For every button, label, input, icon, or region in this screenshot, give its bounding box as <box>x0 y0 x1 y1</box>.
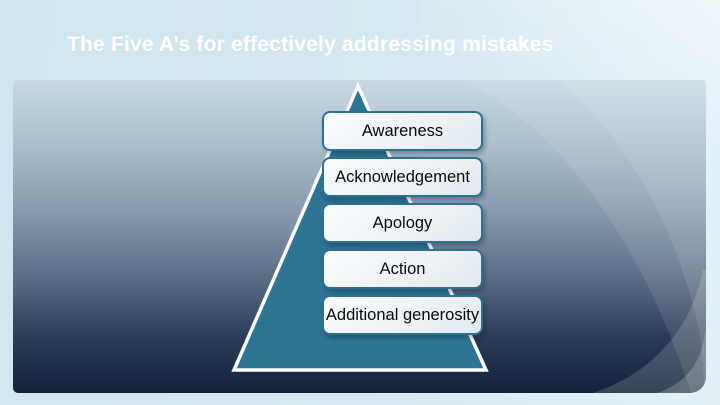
pyramid-level-acknowledgement[interactable]: Acknowledgement <box>322 157 483 197</box>
pyramid-level-label: Apology <box>372 213 433 232</box>
pyramid-level-apology[interactable]: Apology <box>322 203 483 243</box>
pyramid-level-awareness[interactable]: Awareness <box>322 111 483 151</box>
slide-title[interactable]: The Five A’s for effectively addressing … <box>67 33 554 56</box>
pyramid-level-action[interactable]: Action <box>322 249 483 289</box>
pyramid-level-label: Awareness <box>361 121 444 140</box>
background-swoosh-decoration <box>463 80 706 393</box>
pyramid-level-label: Additional generosity <box>325 305 480 324</box>
pyramid-level-label: Action <box>379 259 426 278</box>
content-panel: Awareness Acknowledgement Apology Action… <box>13 80 706 393</box>
pyramid-level-additional-generosity[interactable]: Additional generosity <box>322 295 483 335</box>
pyramid-level-label: Acknowledgement <box>335 167 470 186</box>
